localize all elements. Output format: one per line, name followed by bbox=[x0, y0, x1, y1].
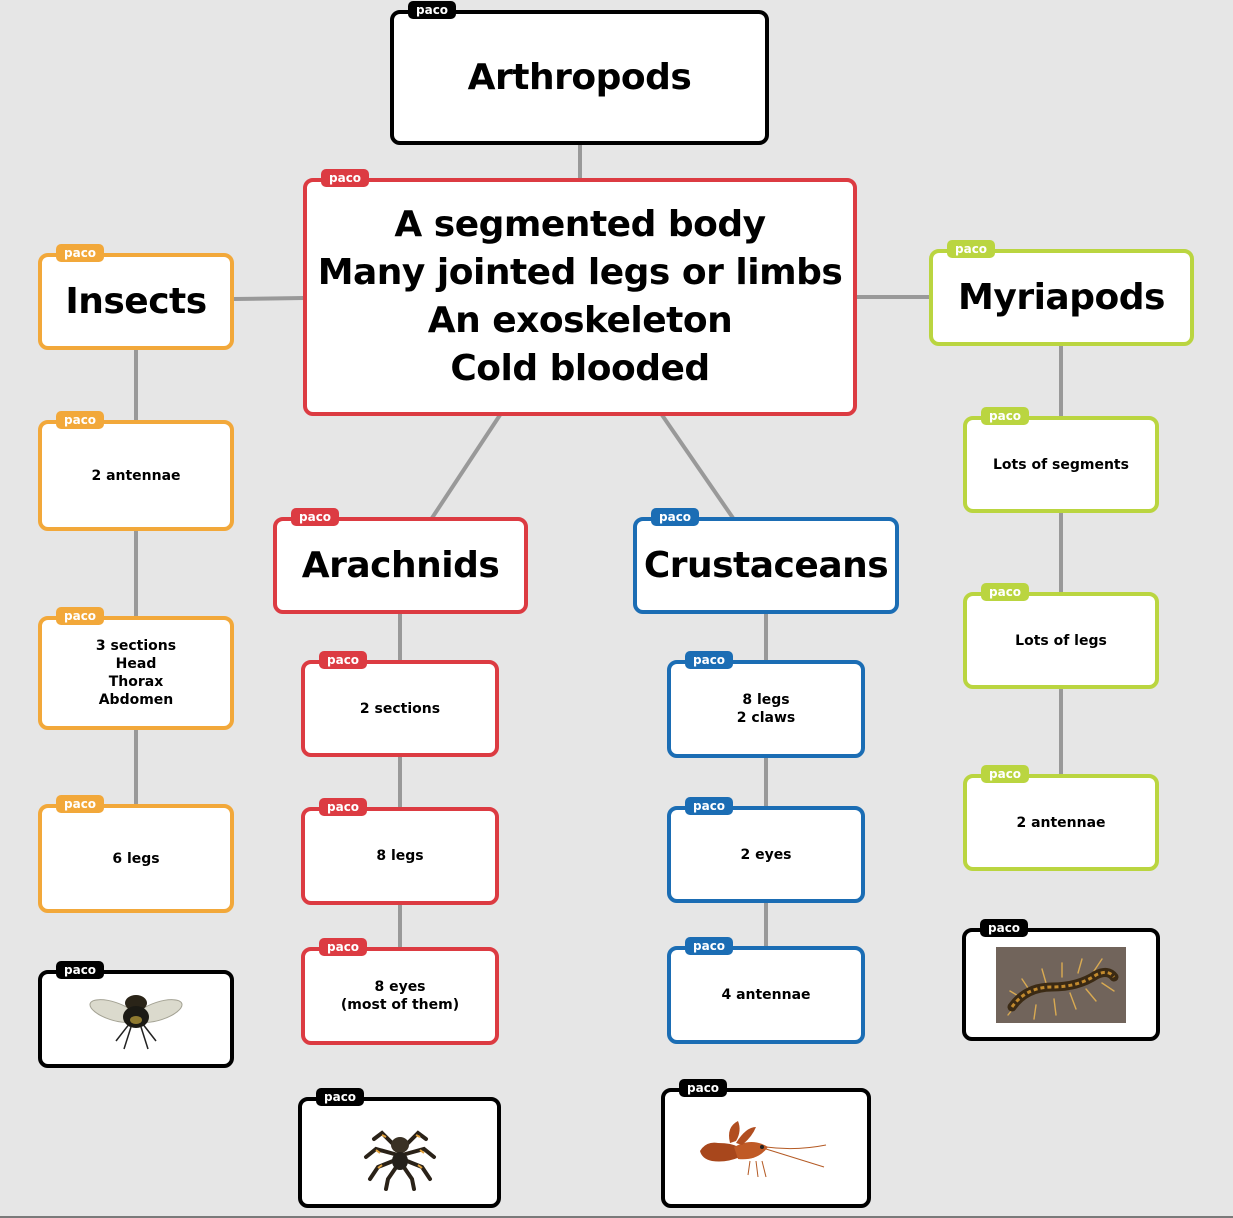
fly-image bbox=[89, 995, 183, 1050]
paco-tag: paco bbox=[685, 937, 734, 955]
characteristics-node[interactable]: paco A segmented body Many jointed legs … bbox=[303, 169, 857, 416]
spider-image-node[interactable]: paco bbox=[298, 1088, 501, 1208]
insects-node[interactable]: paco Insects bbox=[38, 244, 234, 350]
spider-image bbox=[363, 1129, 436, 1191]
insects-antennae-label: 2 antennae bbox=[91, 467, 181, 484]
link-characteristics-arachnids bbox=[430, 413, 502, 520]
paco-tag: paco bbox=[408, 1, 457, 19]
paco-tag: paco bbox=[685, 797, 734, 815]
myriapods-label: Myriapods bbox=[958, 277, 1165, 318]
crayfish-image bbox=[700, 1121, 827, 1178]
paco-tag: paco bbox=[947, 240, 996, 258]
crustaceans-legs-label: 8 legs 2 claws bbox=[736, 692, 796, 726]
paco-tag: paco bbox=[679, 1079, 728, 1097]
paco-tag: paco bbox=[56, 411, 105, 429]
paco-tag: paco bbox=[981, 765, 1030, 783]
arachnids-legs-node[interactable]: paco 8 legs bbox=[301, 798, 499, 905]
myriapods-segments-label: Lots of segments bbox=[993, 456, 1129, 473]
paco-tag: paco bbox=[56, 244, 105, 262]
arachnids-legs-label: 8 legs bbox=[376, 848, 424, 864]
paco-tag: paco bbox=[56, 961, 105, 979]
insects-label: Insects bbox=[65, 281, 207, 322]
crustaceans-label: Crustaceans bbox=[643, 545, 889, 586]
arachnids-eyes-label: 8 eyes (most of them) bbox=[340, 979, 460, 1013]
insects-legs-node[interactable]: paco 6 legs bbox=[38, 795, 234, 913]
insects-antennae-node[interactable]: paco 2 antennae bbox=[38, 411, 234, 531]
paco-tag: paco bbox=[56, 795, 105, 813]
bottom-border bbox=[0, 1216, 1233, 1218]
paco-tag: paco bbox=[651, 508, 700, 526]
arachnids-sections-node[interactable]: paco 2 sections bbox=[301, 651, 499, 757]
arachnids-node[interactable]: paco Arachnids bbox=[273, 508, 528, 614]
myriapods-segments-node[interactable]: paco Lots of segments bbox=[963, 407, 1159, 513]
paco-tag: paco bbox=[319, 651, 368, 669]
arachnids-eyes-node[interactable]: paco 8 eyes (most of them) bbox=[301, 938, 499, 1045]
centipede-image bbox=[996, 946, 1126, 1023]
crustaceans-antennae-node[interactable]: paco 4 antennae bbox=[667, 937, 865, 1044]
arthropods-node[interactable]: paco Arthropods bbox=[390, 1, 769, 145]
paco-tag: paco bbox=[291, 508, 340, 526]
myriapods-antennae-label: 2 antennae bbox=[1016, 814, 1106, 831]
paco-tag: paco bbox=[316, 1088, 365, 1106]
insects-legs-label: 6 legs bbox=[112, 850, 160, 867]
paco-tag: paco bbox=[56, 607, 105, 625]
crustaceans-eyes-label: 2 eyes bbox=[740, 846, 792, 863]
characteristics-label: A segmented body Many jointed legs or li… bbox=[317, 204, 843, 389]
crayfish-image-node[interactable]: paco bbox=[661, 1079, 871, 1208]
crustaceans-node[interactable]: paco Crustaceans bbox=[633, 508, 899, 614]
paco-tag: paco bbox=[980, 919, 1029, 937]
arachnids-label: Arachnids bbox=[301, 545, 500, 586]
link-characteristics-crustaceans bbox=[660, 413, 735, 520]
myriapods-antennae-node[interactable]: paco 2 antennae bbox=[963, 765, 1159, 871]
paco-tag: paco bbox=[319, 938, 368, 956]
crustaceans-antennae-label: 4 antennae bbox=[721, 987, 811, 1003]
paco-tag: paco bbox=[981, 407, 1030, 425]
crustaceans-eyes-node[interactable]: paco 2 eyes bbox=[667, 797, 865, 903]
arachnids-sections-label: 2 sections bbox=[359, 700, 441, 717]
insects-sections-node[interactable]: paco 3 sections Head Thorax Abdomen bbox=[38, 607, 234, 730]
paco-tag: paco bbox=[981, 583, 1030, 601]
myriapods-legs-label: Lots of legs bbox=[1015, 632, 1107, 649]
insects-sections-label: 3 sections Head Thorax Abdomen bbox=[95, 638, 177, 708]
myriapods-node[interactable]: paco Myriapods bbox=[929, 240, 1194, 346]
fly-image-node[interactable]: paco bbox=[38, 961, 234, 1068]
myriapods-legs-node[interactable]: paco Lots of legs bbox=[963, 583, 1159, 689]
centipede-image-node[interactable]: paco bbox=[962, 919, 1160, 1041]
arthropods-label: Arthropods bbox=[467, 57, 692, 98]
paco-tag: paco bbox=[321, 169, 370, 187]
link-characteristics-insects bbox=[233, 296, 305, 301]
crustaceans-legs-node[interactable]: paco 8 legs 2 claws bbox=[667, 651, 865, 758]
paco-tag: paco bbox=[319, 798, 368, 816]
paco-tag: paco bbox=[685, 651, 734, 669]
